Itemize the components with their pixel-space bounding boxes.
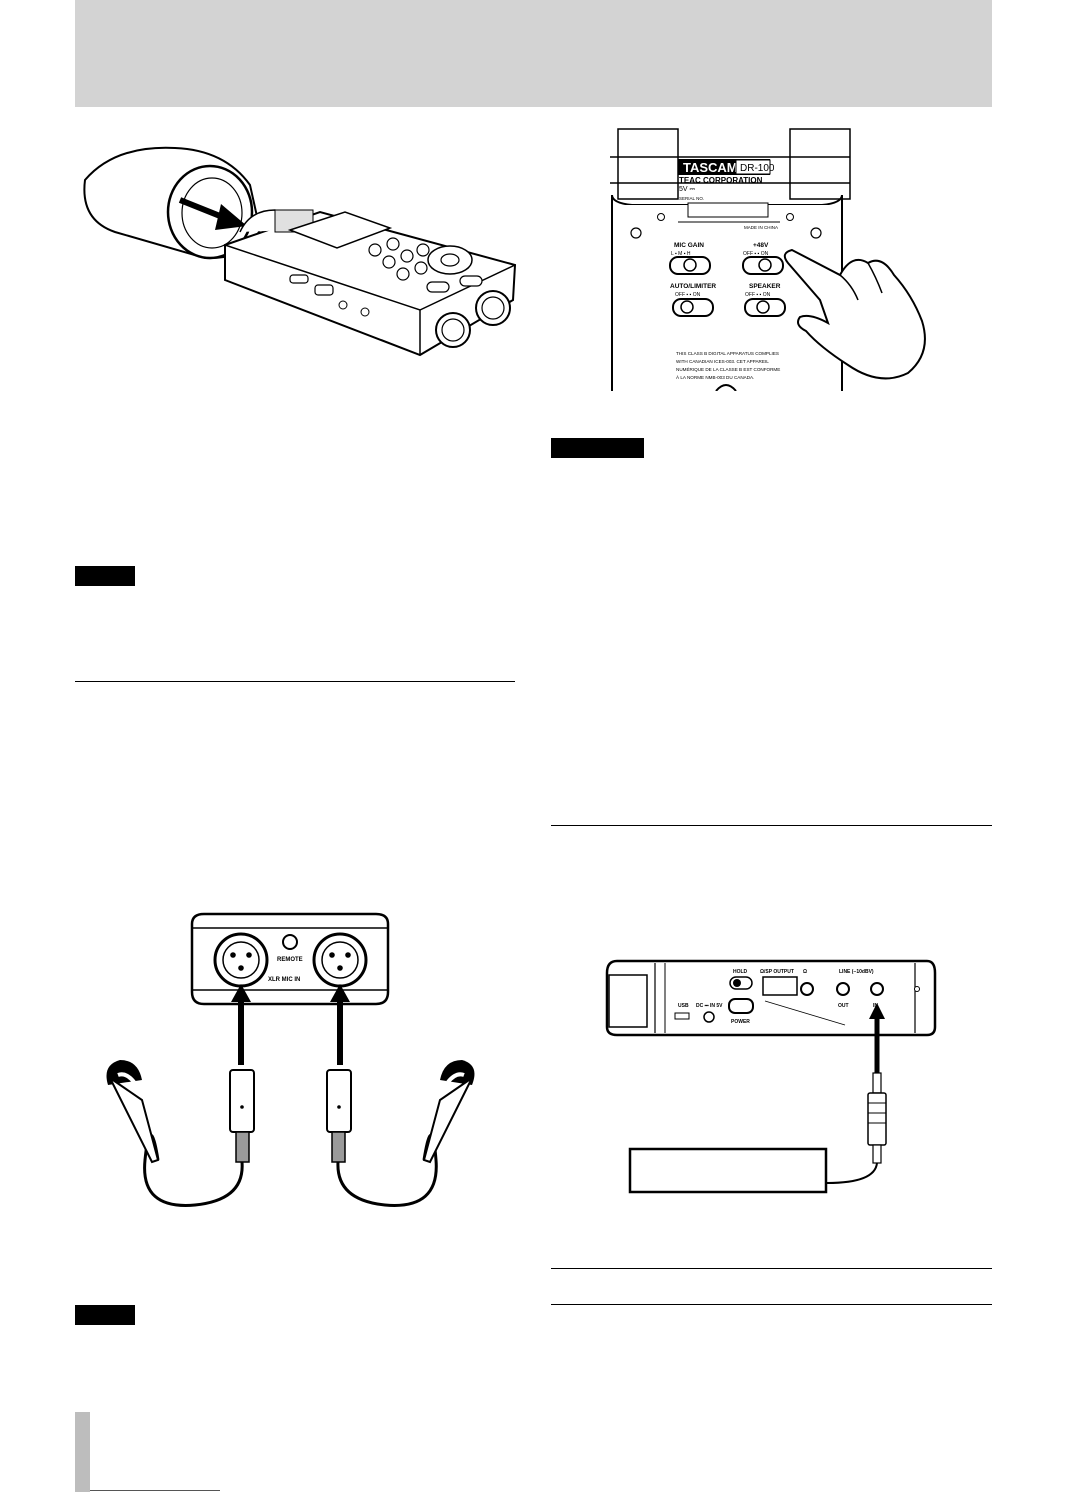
note-tag: [75, 566, 135, 586]
phantom-label: +48V: [753, 242, 769, 249]
rear-panel-illustration: TASCAM DR-100 TEAC CORPORATION 5V ⎓ SERI…: [610, 128, 926, 391]
power-rating: 5V ⎓: [679, 186, 696, 193]
speaker-positions: OFF ▪ ▪ ON: [745, 292, 771, 298]
line-label: LINE (−10dBV): [839, 969, 874, 975]
section-rule: [551, 1268, 992, 1269]
xlr-mic-in-label: XLR MIC IN: [268, 977, 300, 983]
compliance-line-4: À LA NORME NMB-003 DU CANADA.: [676, 374, 754, 380]
section-rule: [75, 681, 515, 682]
usb-label: USB: [678, 1003, 689, 1009]
compliance-line-1: THIS CLASS B DIGITAL APPARATUS COMPLIES: [676, 351, 779, 356]
line-input-illustration: HOLD Ω/SP OUTPUT Ω LINE (−10dBV) OUT IN …: [605, 959, 937, 1194]
compliance-line-3: NUMÉRIQUE DE LA CLASSE B EST CONFORME: [676, 366, 780, 372]
limiter-label: AUTO/LIMITER: [670, 283, 716, 290]
serial-label: SERIAL NO.: [679, 196, 704, 201]
output-label: Ω/SP OUTPUT: [760, 969, 794, 975]
remote-label: REMOTE: [277, 957, 303, 963]
section-rule: [551, 825, 992, 826]
power-label: POWER: [731, 1019, 750, 1025]
limiter-positions: OFF ▪ ▪ ON: [675, 292, 701, 298]
model-text: DR-100: [740, 163, 775, 174]
mic-gain-positions: L ▪ M ▪ H: [671, 251, 691, 257]
side-tab-bar: [75, 1412, 90, 1492]
line-out-label: OUT: [838, 1003, 849, 1009]
mic-gain-label: MIC GAIN: [674, 242, 704, 249]
brand-text: TASCAM: [683, 160, 738, 175]
xlr-connection-illustration: L R REMOTE XLR MIC IN: [106, 912, 475, 1207]
caution-tag: [551, 438, 644, 458]
hold-label: HOLD: [733, 969, 748, 975]
section-rule: [551, 1304, 992, 1305]
note-tag: [75, 1305, 135, 1325]
compliance-line-2: WITH CANADIAN ICES-003. CET APPAREIL: [676, 359, 769, 364]
maker-text: TEAC CORPORATION: [679, 176, 763, 185]
phantom-positions: OFF ▪ ▪ ON: [743, 251, 769, 257]
windscreen-illustration: [83, 146, 517, 357]
speaker-label: SPEAKER: [749, 283, 781, 290]
headphone-label: Ω: [803, 969, 807, 975]
dc-in-label: DC ⎓ IN 5V: [696, 1003, 723, 1009]
header-band: [75, 0, 992, 107]
origin-text: MADE IN CHINA: [744, 225, 778, 230]
footer-line: [90, 1490, 220, 1491]
